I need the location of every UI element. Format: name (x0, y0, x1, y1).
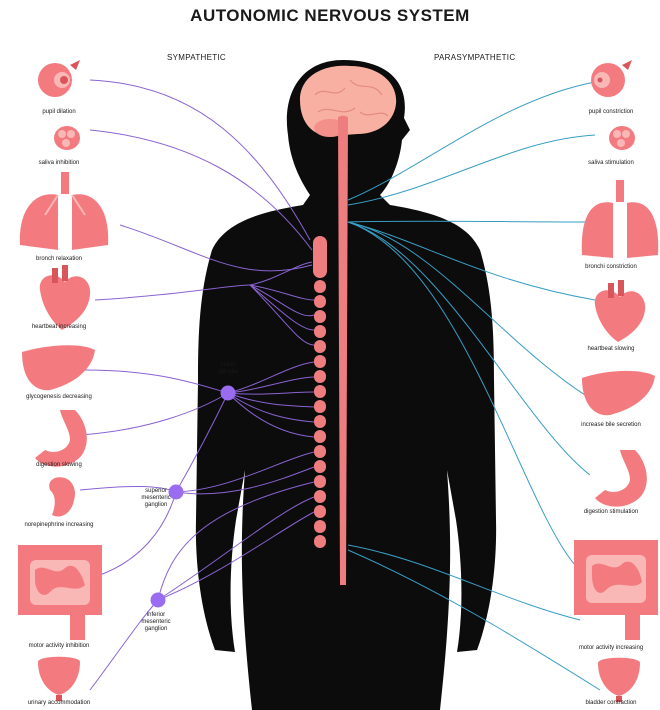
stomach-icon-right (595, 450, 647, 507)
superior-ganglion-label-line: ganglion (126, 502, 186, 509)
heart-icon-left (40, 265, 90, 330)
label-increase-bile-secretion: increase bile secretion (556, 421, 660, 429)
celiac-ganglia-label-line: ganglia (198, 369, 258, 376)
brain-icon (300, 66, 396, 136)
label-heartbeat-increasing: heartbeat increasing (4, 323, 114, 331)
label-pupil-constriction: pupil constriction (556, 108, 660, 116)
liver-icon-left (22, 345, 95, 390)
heart-icon-right (595, 280, 645, 342)
label-digestion-stimulation: digestion stimulation (556, 508, 660, 516)
liver-icon-right (582, 371, 655, 415)
lungs-icon-left (20, 172, 108, 250)
inferior-ganglion-label-line: ganglion (126, 626, 186, 633)
label-bronch-relaxation: bronch relaxation (4, 255, 114, 263)
label-heartbeat-slowing: heartbeat slowing (556, 345, 660, 353)
superior-mesenteric-ganglion-label: superior mesenteric ganglion (126, 488, 186, 509)
salivary-gland-icon-left (54, 126, 80, 150)
label-pupil-dilation: pupil dilation (4, 108, 114, 116)
kidney-icon-left (49, 477, 75, 516)
label-digestion-slowing: digestion slowing (4, 461, 114, 469)
label-glycogenesis-decreasing: glycogenesis decreasing (4, 393, 114, 401)
label-bladder-contraction: bladder contraction (556, 699, 660, 707)
superior-ganglion-label-line: superior (126, 488, 186, 495)
bladder-icon-left (38, 657, 80, 701)
eye-icon-left (38, 60, 80, 97)
inferior-ganglion-label-line: inferior (126, 612, 186, 619)
label-urinary-accommodation: urinary accommodation (4, 699, 114, 707)
bladder-icon-right (598, 658, 640, 702)
label-motor-activity-increasing: motor activity increasing (556, 644, 660, 652)
celiac-ganglia-label-line: celiac (198, 362, 258, 369)
inferior-mesenteric-ganglion-label: inferior mesenteric ganglion (126, 612, 186, 633)
inferior-ganglion-label-line: mesenteric (126, 619, 186, 626)
inferior-mesenteric-ganglion (151, 593, 166, 608)
lungs-icon-right (582, 180, 658, 258)
label-norepinephrine-increasing: norepinephrine increasing (4, 521, 114, 529)
eye-icon-right (591, 60, 632, 97)
label-bronchi-constriction: bronchi constriction (556, 263, 660, 271)
superior-ganglion-label-line: mesenteric (126, 495, 186, 502)
stomach-icon-left (35, 410, 87, 467)
label-saliva-stimulation: saliva stimulation (556, 159, 660, 167)
label-motor-activity-inhibition: motor activity inhibition (4, 642, 114, 650)
intestine-icon-right (574, 540, 658, 640)
celiac-ganglia-label: celiac ganglia (198, 362, 258, 376)
celiac-ganglion (221, 386, 236, 401)
label-saliva-inhibition: saliva inhibition (4, 159, 114, 167)
intestine-icon-left (18, 545, 102, 640)
salivary-gland-icon-right (609, 126, 635, 150)
